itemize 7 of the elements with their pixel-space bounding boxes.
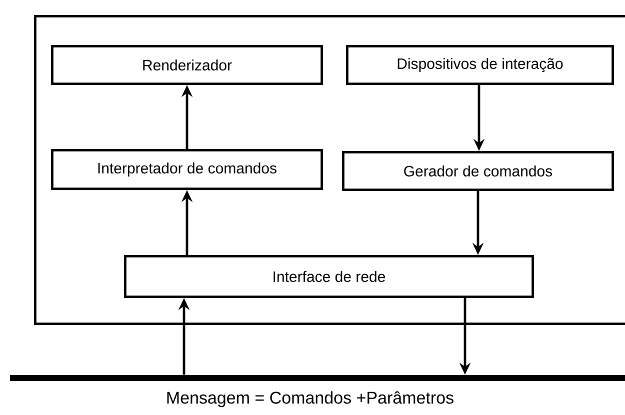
process-box: Gerador de comandos — [342, 151, 614, 191]
process-box: Interpretador de comandos — [51, 149, 323, 190]
system-frame — [34, 15, 625, 325]
bus-label: Mensagem = Comandos +Parâmetros — [167, 391, 454, 408]
process-box: Renderizador — [51, 45, 323, 85]
process-box: Dispositivos de interação — [346, 45, 614, 85]
process-box: Interface de rede — [124, 255, 534, 298]
